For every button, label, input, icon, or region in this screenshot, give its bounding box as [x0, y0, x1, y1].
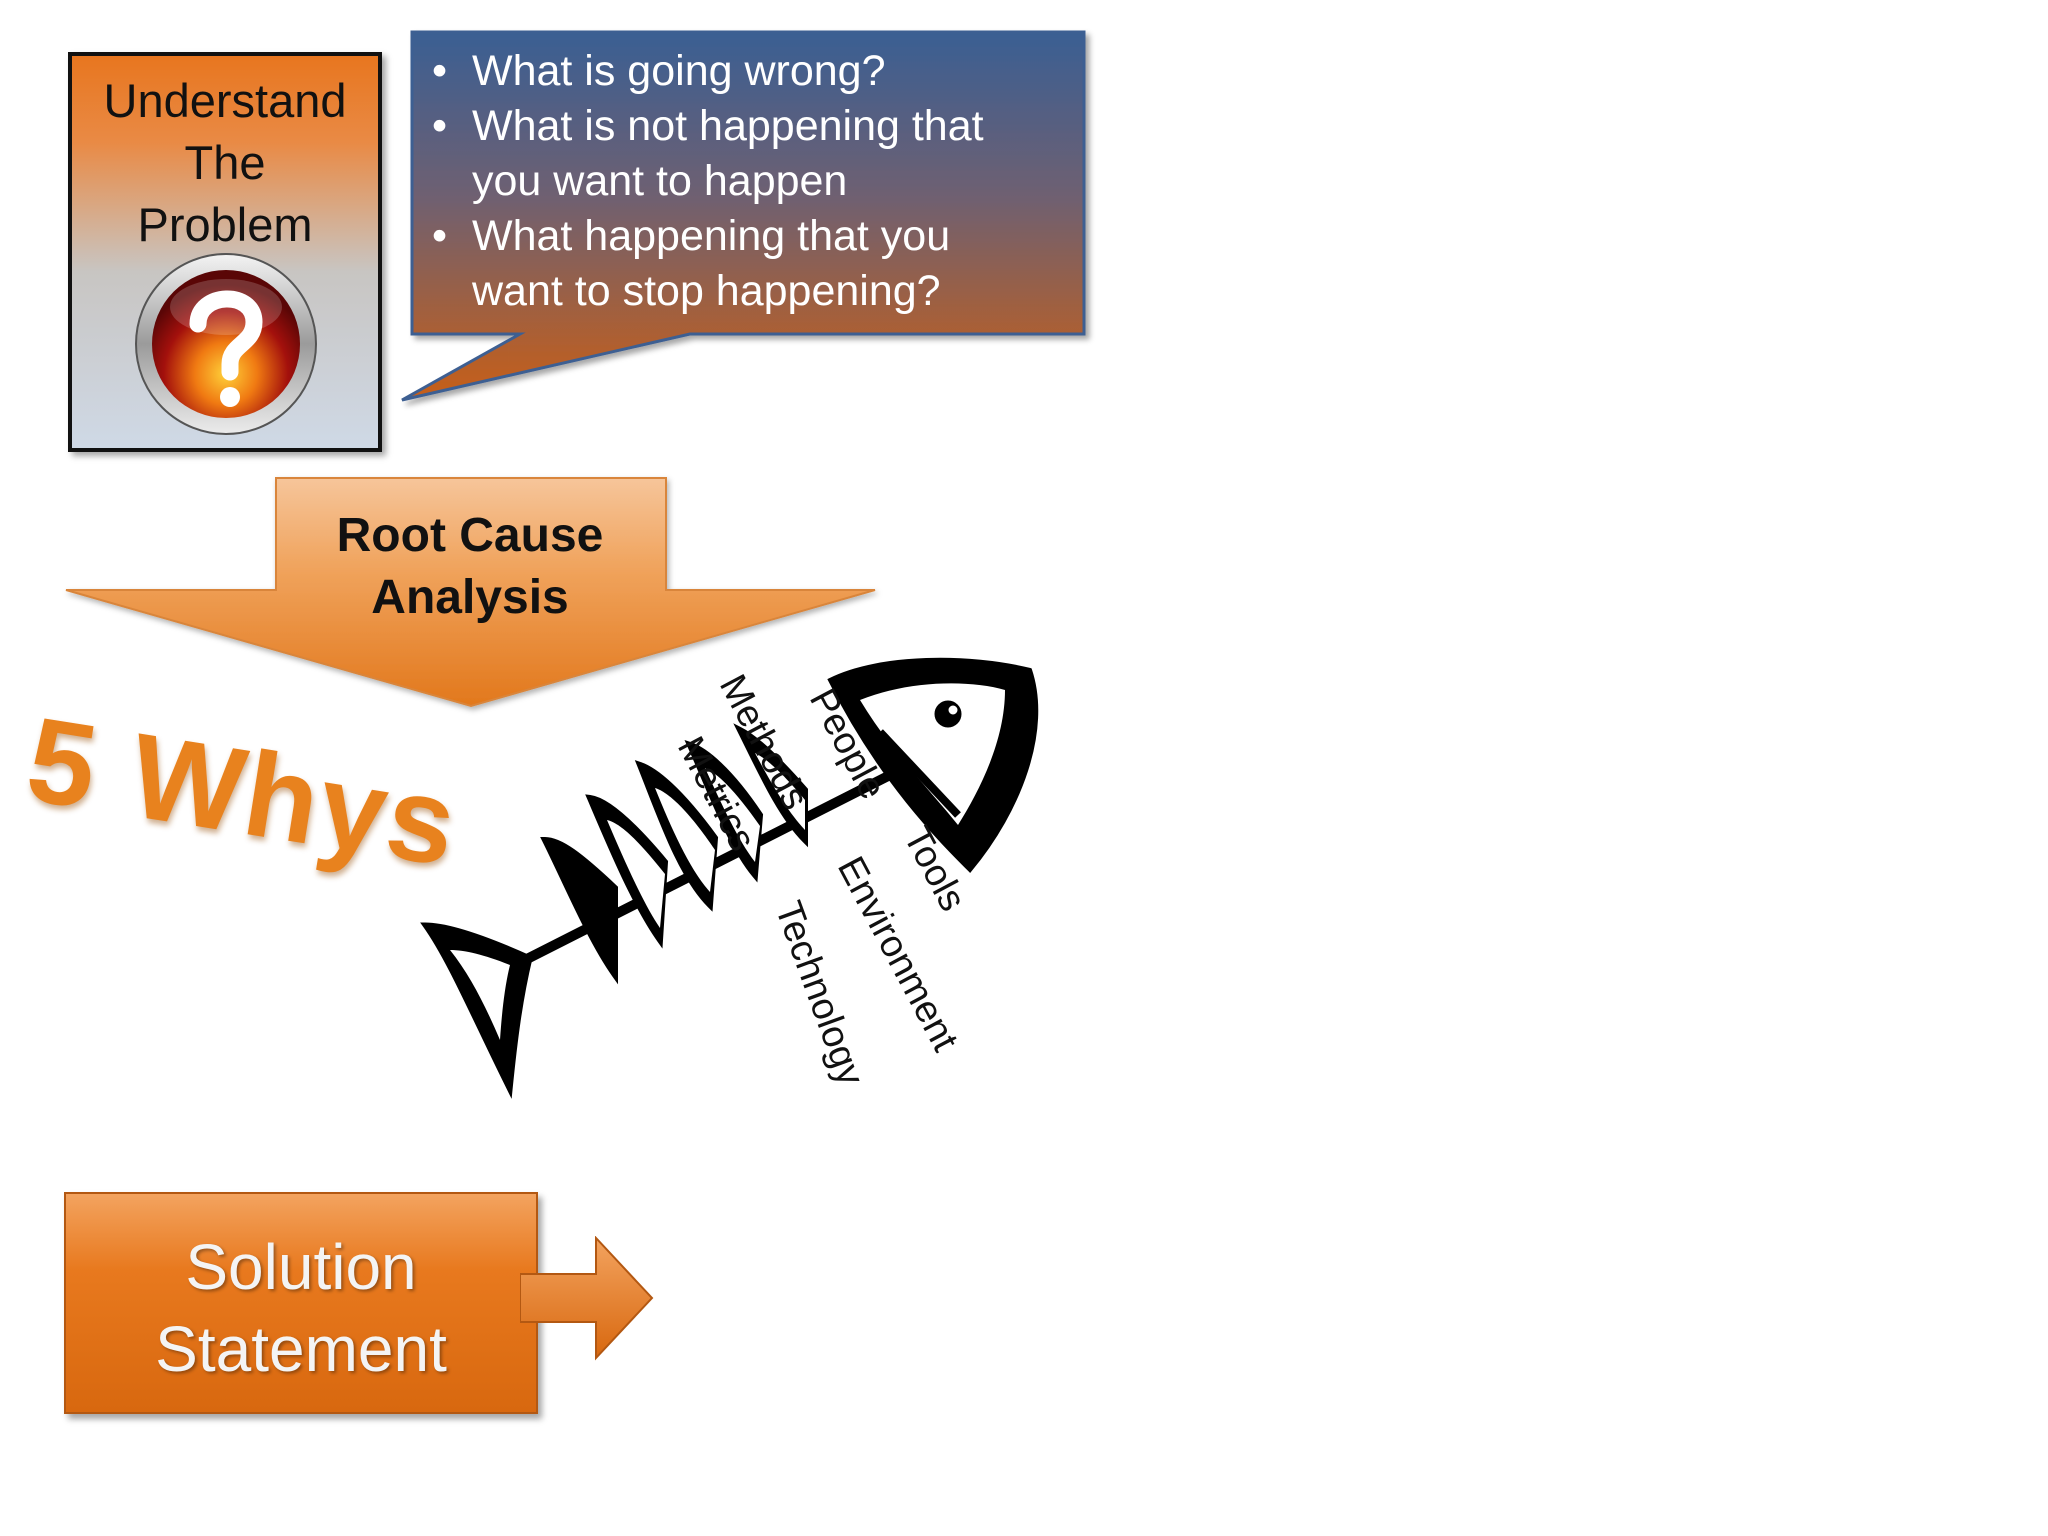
callout-item-line: want to stop happening? — [472, 267, 941, 315]
understand-problem-box: Understand The Problem — [68, 52, 382, 452]
callout-item: • What is not happening that you want to… — [420, 99, 1100, 209]
problem-title-line-2: The — [184, 136, 266, 189]
callout-bubble — [401, 30, 1086, 402]
solution-label: Solution Statement — [66, 1226, 536, 1390]
callout-item-line: you want to happen — [472, 157, 848, 205]
question-mark-icon — [135, 253, 317, 435]
solution-line-2: Statement — [155, 1313, 447, 1385]
callout-item-line: What happening that you — [472, 212, 951, 260]
root-cause-line-2: Analysis — [371, 571, 569, 624]
problem-title-line-1: Understand — [103, 74, 347, 127]
callout-item-line: What is going wrong? — [472, 47, 886, 95]
root-cause-line-1: Root Cause — [336, 509, 604, 562]
callout-item: • What is going wrong? — [420, 44, 1100, 99]
five-whys-label: 5 Whys — [18, 691, 467, 892]
callout-list: • What is going wrong? • What is not hap… — [420, 44, 1100, 319]
callout-item: • What happening that you want to stop h… — [420, 209, 1100, 319]
fishbone-diagram-icon — [420, 657, 1039, 1099]
problem-title-line-3: Problem — [137, 198, 313, 251]
solution-arrow-icon — [520, 1236, 654, 1361]
callout-item-line: What is not happening that — [472, 102, 984, 150]
root-cause-label: Root Cause Analysis — [290, 505, 650, 629]
solution-line-1: Solution — [185, 1231, 417, 1303]
bullet: • — [432, 212, 448, 260]
solution-statement-box: Solution Statement — [64, 1192, 538, 1414]
bullet: • — [432, 47, 448, 95]
problem-title: Understand The Problem — [72, 70, 378, 256]
bullet: • — [432, 102, 448, 150]
root-cause-arrow — [65, 477, 876, 708]
